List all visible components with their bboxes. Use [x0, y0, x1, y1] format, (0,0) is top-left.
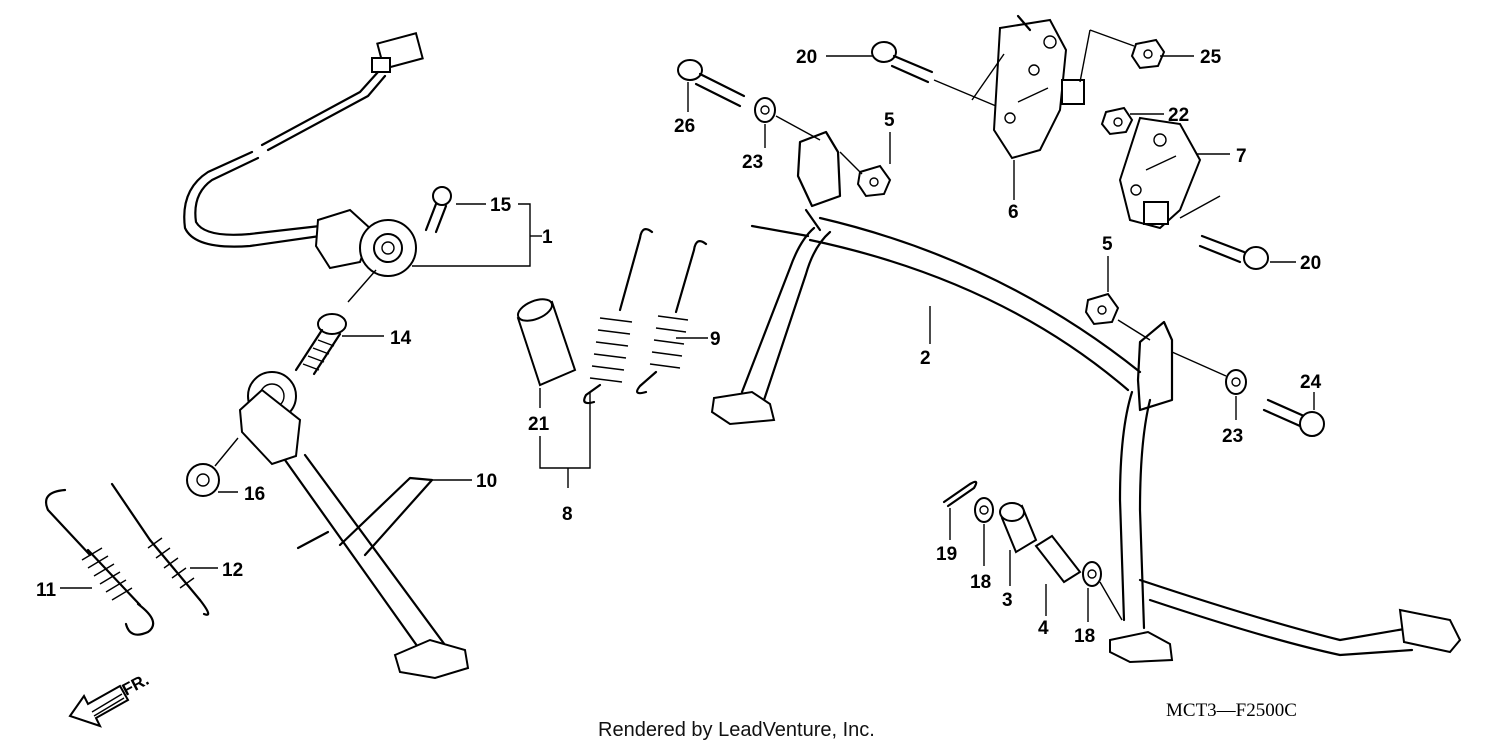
- diagram-code: MCT3—F2500C: [1166, 700, 1297, 721]
- label-5a: 5: [884, 110, 895, 131]
- bracket-6: [992, 14, 1085, 160]
- label-2: 2: [920, 348, 931, 369]
- washer-18b: [1082, 561, 1102, 587]
- label-12: 12: [222, 560, 243, 581]
- nut-16: [186, 437, 239, 497]
- collar-4: [1034, 534, 1082, 584]
- bolt-26: [677, 59, 746, 108]
- callout-labels: 1 2 3 4 5 5 6 7 8 9 10 11 12 14 15 16 18…: [36, 47, 1322, 647]
- label-23a: 23: [742, 152, 763, 173]
- label-8: 8: [562, 504, 573, 525]
- label-16: 16: [244, 484, 265, 505]
- leader-lines: [60, 29, 1315, 622]
- collar-21: [516, 298, 577, 387]
- spring-12: [110, 482, 210, 616]
- bracket-7: [1118, 116, 1202, 230]
- roller-3: [999, 502, 1038, 554]
- label-25: 25: [1200, 47, 1222, 68]
- label-6: 6: [1008, 202, 1019, 223]
- credit-text: Rendered by LeadVenture, Inc.: [598, 719, 875, 741]
- front-direction-arrow: FR.: [68, 670, 152, 728]
- nut-5b: [1084, 292, 1120, 326]
- bolt-14: [294, 313, 347, 376]
- spring-11: [44, 488, 155, 636]
- label-24: 24: [1300, 372, 1322, 393]
- washer-23a: [754, 97, 776, 123]
- label-21: 21: [528, 414, 550, 435]
- side-stand-switch: [183, 32, 424, 277]
- label-14: 14: [390, 328, 412, 349]
- label-9: 9: [710, 329, 721, 350]
- nut-22: [1100, 106, 1134, 136]
- label-18b: 18: [1074, 626, 1095, 647]
- label-20b: 20: [1300, 253, 1321, 274]
- label-26: 26: [674, 116, 695, 137]
- label-22: 22: [1168, 105, 1189, 126]
- bolt-20a: [871, 41, 934, 84]
- label-15: 15: [490, 195, 512, 216]
- washer-23b: [1225, 369, 1247, 395]
- label-1: 1: [542, 227, 553, 248]
- spring-8: [583, 228, 654, 405]
- nut-25: [1130, 38, 1166, 70]
- side-stand: [238, 371, 470, 680]
- spring-9: [636, 240, 708, 395]
- bolt-15: [424, 186, 452, 234]
- nut-5a: [856, 164, 892, 198]
- label-23b: 23: [1222, 426, 1243, 447]
- bolt-24: [1262, 398, 1325, 437]
- main-stand: [710, 130, 1462, 664]
- cotter-pin-19: [942, 480, 978, 508]
- label-18a: 18: [970, 572, 991, 593]
- label-5b: 5: [1102, 234, 1113, 255]
- bolt-20b: [1198, 234, 1269, 270]
- label-11: 11: [36, 580, 57, 601]
- label-7: 7: [1236, 146, 1247, 167]
- label-10: 10: [476, 471, 497, 492]
- label-3: 3: [1002, 590, 1013, 611]
- washer-18a: [974, 497, 994, 523]
- label-4: 4: [1038, 618, 1049, 639]
- label-20a: 20: [796, 47, 817, 68]
- label-19: 19: [936, 544, 957, 565]
